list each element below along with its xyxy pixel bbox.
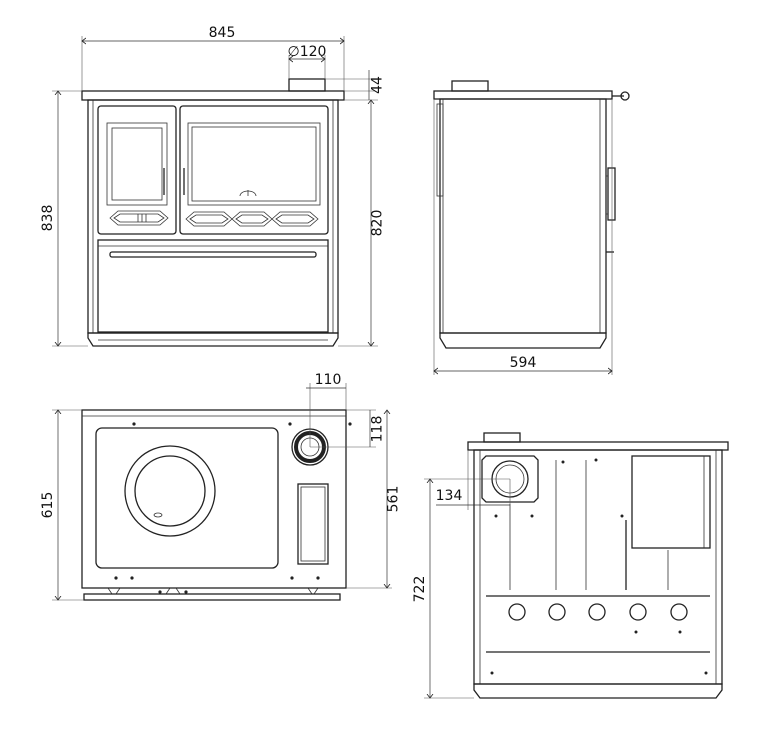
rear-flue-collar xyxy=(483,432,521,443)
rear-screws xyxy=(490,458,708,675)
firebox-decor-band xyxy=(109,210,169,226)
firebox-door xyxy=(97,105,177,235)
front-top-plate xyxy=(81,90,345,101)
cooking-ring-inner xyxy=(134,455,206,527)
front-flue-collar xyxy=(288,78,326,92)
rear-plinth xyxy=(473,683,723,699)
front-plinth xyxy=(87,332,339,347)
rear-vent-holes xyxy=(508,603,688,621)
front-dimensions: 845 ∅120 44 838 820 xyxy=(40,25,386,346)
dim-top-depth-total: 615 xyxy=(40,492,56,519)
dim-front-total-height: 838 xyxy=(40,205,56,232)
rear-ribs xyxy=(509,460,669,590)
dim-rear-flue-height: 722 xyxy=(412,576,428,603)
cooking-ring-outer xyxy=(124,445,216,537)
dim-top-flue-offset-y: 118 xyxy=(370,416,386,443)
dim-flue-diameter: ∅120 xyxy=(288,44,327,60)
dim-top-flue-offset-x: 110 xyxy=(315,372,342,388)
rear-access-panel xyxy=(631,455,711,549)
dim-rear-flue-offset: 134 xyxy=(436,488,463,504)
top-screws xyxy=(114,422,352,594)
rear-view xyxy=(467,432,729,699)
side-view xyxy=(433,80,630,349)
top-front-rail xyxy=(83,593,341,601)
front-view xyxy=(81,78,345,347)
damper-knob-icon xyxy=(612,91,630,101)
oven-door xyxy=(179,105,329,235)
rear-top-plate xyxy=(467,441,729,451)
top-plate-outline xyxy=(81,409,347,589)
top-dimensions: 110 118 615 561 xyxy=(40,372,402,600)
front-body xyxy=(87,99,339,334)
rear-flue-flange xyxy=(481,455,539,503)
dim-flue-height: 44 xyxy=(370,76,386,94)
drawer-handle xyxy=(109,251,317,258)
top-view xyxy=(81,409,352,601)
side-handle xyxy=(607,167,616,221)
oven-decor-band xyxy=(185,211,319,227)
dim-front-width: 845 xyxy=(209,25,236,41)
oven-door-glass xyxy=(187,122,321,206)
side-top-plate xyxy=(433,90,613,100)
rear-dimensions: 134 722 xyxy=(412,450,511,698)
side-dimensions: 594 xyxy=(434,99,612,375)
side-plinth xyxy=(439,332,607,349)
side-flue-collar xyxy=(451,80,489,92)
hob-plate xyxy=(95,427,279,569)
side-door-edge xyxy=(436,103,444,197)
dim-front-body-height: 820 xyxy=(370,210,386,237)
side-body xyxy=(439,98,607,334)
top-ash-slot xyxy=(297,483,329,565)
rear-body xyxy=(473,449,723,685)
firebox-door-glass xyxy=(106,122,168,206)
dim-side-depth: 594 xyxy=(510,355,537,371)
oven-thermometer-icon xyxy=(239,190,257,197)
storage-drawer xyxy=(97,239,329,333)
dim-top-depth-body: 561 xyxy=(386,486,402,513)
